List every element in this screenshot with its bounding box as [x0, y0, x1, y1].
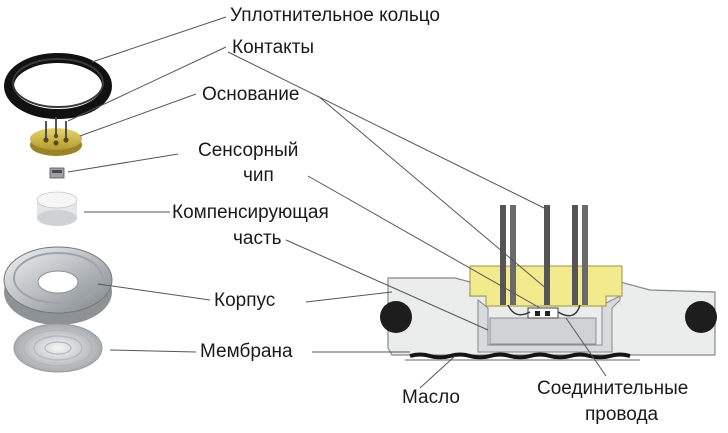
assembly-cross-section — [380, 205, 717, 361]
label-sensor-chip-1: Сенсорный — [198, 140, 299, 161]
label-wires-2: провода — [585, 404, 659, 425]
sensor-chip-part — [49, 167, 65, 179]
label-compensating-1: Компенсирующая — [172, 202, 329, 223]
leader-lines — [67, 16, 607, 389]
label-membrane: Мембрана — [200, 341, 293, 362]
base-contacts-part — [30, 117, 82, 156]
label-base: Основание — [202, 84, 300, 105]
label-compensating-2: часть — [233, 228, 282, 249]
label-sensor-chip-2: чип — [243, 165, 274, 186]
membrane-part — [13, 323, 103, 373]
label-housing: Корпус — [214, 290, 276, 311]
label-seal-ring: Уплотнительное кольцо — [230, 5, 440, 26]
label-wires-1: Соединительные — [537, 378, 689, 399]
housing-part — [3, 246, 113, 325]
label-oil: Масло — [402, 387, 460, 408]
compensating-part — [36, 191, 78, 226]
label-contacts: Контакты — [232, 37, 315, 58]
seal-ring-part — [4, 53, 112, 119]
